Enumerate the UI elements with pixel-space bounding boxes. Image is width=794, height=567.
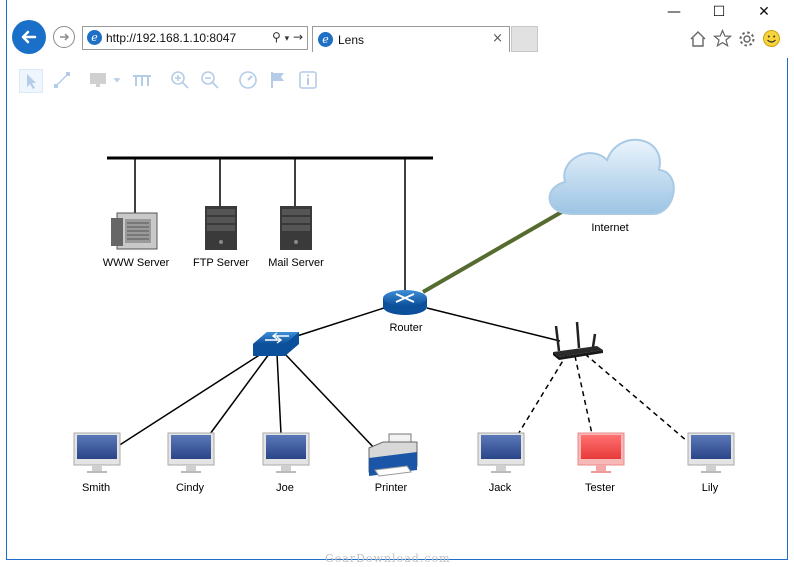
zoom-out-icon bbox=[201, 71, 219, 89]
switch-icon[interactable] bbox=[253, 332, 299, 356]
link-switch-joe[interactable] bbox=[276, 353, 282, 435]
close-button[interactable]: ✕ bbox=[758, 4, 770, 20]
router-icon[interactable] bbox=[383, 290, 427, 315]
label-router: Router bbox=[389, 322, 423, 334]
label-jack: Jack bbox=[488, 482, 512, 494]
wifi-link-lily[interactable] bbox=[584, 353, 688, 442]
monitor-icon bbox=[73, 432, 121, 473]
monitor-icon bbox=[90, 73, 106, 87]
back-button[interactable] bbox=[12, 20, 46, 54]
forward-button[interactable] bbox=[53, 26, 75, 48]
home-icon[interactable] bbox=[689, 30, 707, 48]
gauge-tool[interactable] bbox=[237, 69, 259, 91]
dropdown-tool[interactable] bbox=[111, 69, 123, 91]
wifi-link-tester[interactable] bbox=[574, 355, 593, 435]
minimize-button[interactable]: — bbox=[667, 4, 681, 20]
address-actions: ⚲ ▾ → bbox=[272, 30, 303, 44]
chevron-down-icon bbox=[113, 78, 121, 83]
forward-arrow-icon bbox=[60, 33, 70, 41]
maximize-button[interactable]: ☐ bbox=[712, 4, 726, 20]
monitor-icon bbox=[687, 432, 735, 473]
label-internet: Internet bbox=[591, 222, 629, 234]
label-lily: Lily bbox=[701, 482, 719, 494]
address-url[interactable]: http://192.168.1.10:8047 bbox=[106, 31, 237, 45]
browser-window: e http://192.168.1.10:8047 ⚲ ▾ → e Lens … bbox=[6, 0, 789, 560]
tab-lens[interactable]: e Lens × bbox=[312, 26, 510, 52]
label-tester: Tester bbox=[585, 482, 615, 494]
title-bar: e http://192.168.1.10:8047 ⚲ ▾ → e Lens … bbox=[7, 0, 789, 58]
bus-tool[interactable] bbox=[131, 69, 153, 91]
connector-icon bbox=[54, 72, 70, 88]
link-router-ap[interactable] bbox=[426, 307, 561, 342]
network-diagram: WWW Server FTP Server Mail Server Intern… bbox=[7, 96, 787, 558]
connect-tool[interactable] bbox=[51, 69, 73, 91]
flag-tool[interactable] bbox=[267, 69, 289, 91]
diagram-svg bbox=[107, 138, 688, 477]
zoom-in-icon bbox=[171, 71, 189, 89]
address-bar[interactable]: e http://192.168.1.10:8047 ⚲ ▾ → bbox=[82, 26, 308, 50]
monitor-tool[interactable] bbox=[87, 69, 109, 91]
label-cindy: Cindy bbox=[175, 482, 205, 494]
monitor-cindy[interactable] bbox=[167, 432, 215, 474]
link-switch-printer[interactable] bbox=[284, 353, 378, 452]
label-mail-server: Mail Server bbox=[268, 257, 324, 269]
printer-icon[interactable] bbox=[368, 433, 418, 477]
info-icon bbox=[299, 71, 317, 89]
watermark: GearDownload.com bbox=[325, 552, 451, 565]
tab-title: Lens bbox=[338, 33, 365, 47]
monitor-joe[interactable] bbox=[262, 432, 310, 474]
label-ftp-server: FTP Server bbox=[192, 257, 250, 269]
wireless-ap-icon[interactable] bbox=[553, 321, 603, 360]
ftp-server-icon[interactable] bbox=[205, 206, 237, 250]
monitor-icon bbox=[262, 432, 310, 473]
label-printer: Printer bbox=[374, 482, 408, 494]
dropdown-icon[interactable]: ▾ bbox=[284, 34, 290, 44]
info-tool[interactable] bbox=[297, 69, 319, 91]
cursor-icon bbox=[27, 74, 36, 89]
star-icon[interactable] bbox=[713, 29, 732, 48]
label-joe: Joe bbox=[276, 482, 294, 494]
link-switch-cindy[interactable] bbox=[209, 353, 270, 435]
tab-favicon-icon: e bbox=[318, 32, 333, 47]
label-smith: Smith bbox=[81, 482, 111, 494]
wan-link[interactable] bbox=[422, 204, 573, 294]
smiley-icon[interactable] bbox=[762, 29, 781, 48]
bus-icon bbox=[133, 75, 151, 86]
monitor-alert-icon bbox=[577, 432, 625, 473]
mail-server-icon[interactable] bbox=[280, 206, 312, 250]
www-server-icon[interactable] bbox=[111, 212, 158, 250]
monitor-icon bbox=[477, 432, 525, 473]
gear-icon[interactable] bbox=[738, 30, 756, 48]
back-arrow-icon bbox=[21, 30, 37, 44]
new-tab-button[interactable] bbox=[511, 26, 538, 52]
tab-close-icon[interactable]: × bbox=[492, 31, 503, 46]
link-router-switch[interactable] bbox=[296, 307, 385, 337]
wifi-link-jack[interactable] bbox=[516, 353, 568, 437]
ie-logo-icon: e bbox=[87, 30, 102, 45]
search-icon[interactable]: ⚲ bbox=[271, 30, 281, 44]
label-www-server: WWW Server bbox=[102, 257, 170, 269]
monitor-lily[interactable] bbox=[687, 432, 735, 474]
monitor-icon bbox=[167, 432, 215, 473]
monitor-smith[interactable] bbox=[73, 432, 121, 474]
zoom-in-tool[interactable] bbox=[169, 69, 191, 91]
internet-cloud-icon[interactable] bbox=[548, 138, 675, 215]
flag-icon bbox=[271, 72, 284, 88]
select-tool[interactable] bbox=[19, 69, 43, 93]
link-switch-smith[interactable] bbox=[114, 353, 262, 449]
diagram-toolbar bbox=[19, 66, 319, 96]
go-arrow-icon[interactable]: → bbox=[292, 30, 303, 44]
monitor-tester-alert[interactable] bbox=[577, 432, 625, 474]
gauge-icon bbox=[239, 71, 257, 89]
monitor-jack[interactable] bbox=[477, 432, 525, 474]
zoom-out-tool[interactable] bbox=[199, 69, 221, 91]
